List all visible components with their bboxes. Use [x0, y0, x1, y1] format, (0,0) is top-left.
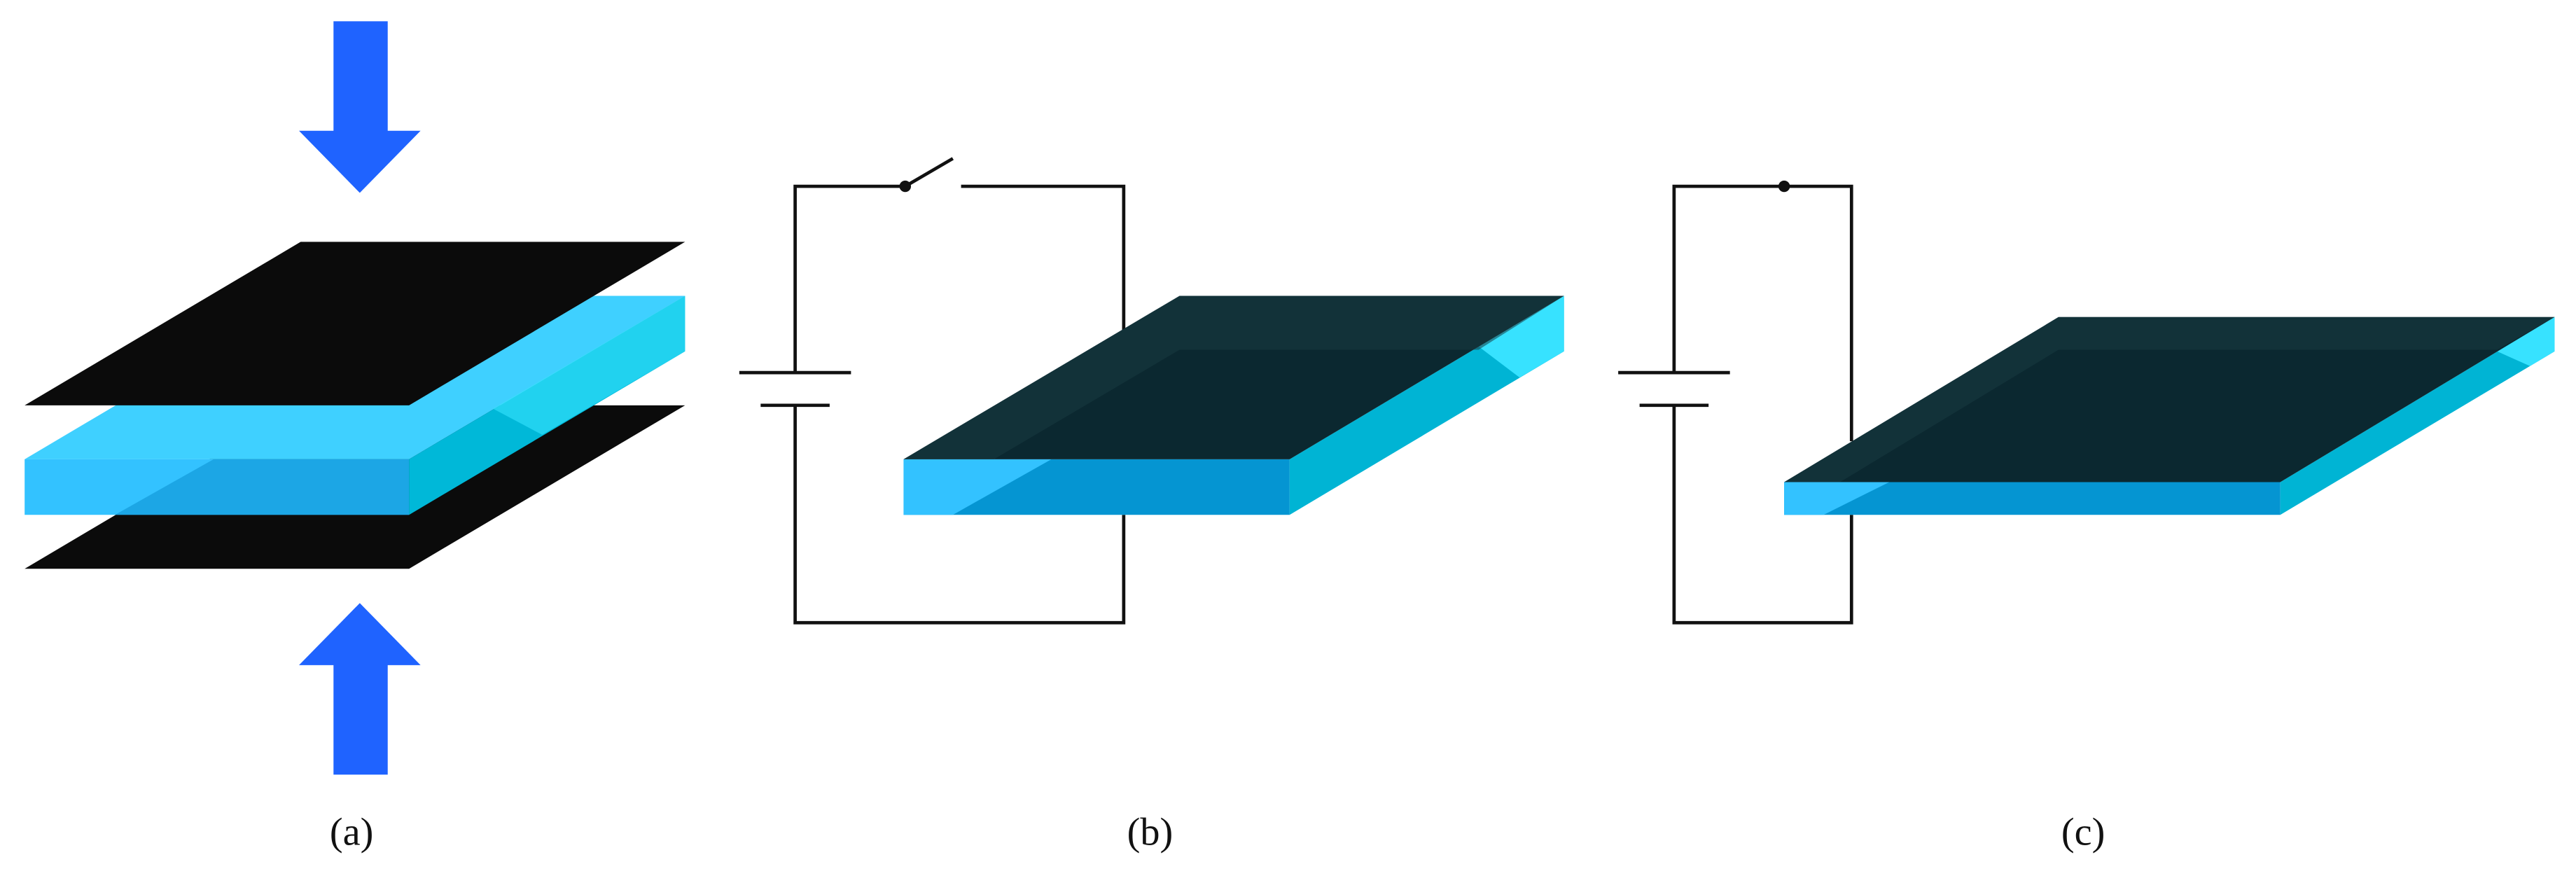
top-electrode: [25, 242, 685, 405]
dark-film-rim: [1784, 317, 2555, 482]
slab-side-highlight: [1478, 296, 1564, 378]
dark-film-top: [1784, 317, 2555, 482]
open-switch-lever: [904, 157, 954, 188]
slab-front-light: [903, 459, 1052, 515]
wire-bottom: [1672, 405, 1853, 625]
panel-c: [1618, 180, 2555, 625]
wire-left-upper: [793, 184, 905, 373]
circuit-b: [739, 157, 1126, 625]
slab-side-highlight: [2497, 317, 2555, 366]
film-slab-c: [1784, 317, 2555, 515]
wire-left-lower: [793, 405, 1126, 625]
wire-right-upper: [961, 184, 1126, 352]
panel-a: [25, 21, 685, 775]
slab-front-light: [1784, 482, 1890, 515]
film-slab-b: [903, 296, 1564, 515]
slab-front-face: [1784, 482, 2281, 515]
circuit-c: [1618, 184, 1853, 625]
caption-a: (a): [330, 811, 373, 854]
caption-c: (c): [2061, 811, 2105, 854]
dark-film-rim: [903, 296, 1564, 459]
slab-front-shadow: [115, 459, 410, 515]
panel-b: [739, 157, 1564, 625]
slab-side-face: [2280, 317, 2555, 515]
caption-b: (b): [1127, 811, 1174, 854]
switch-pivot: [899, 180, 912, 193]
arrow-up-icon: [299, 603, 421, 775]
wire-top: [1672, 184, 1853, 442]
arrow-down-icon: [299, 21, 421, 193]
switch-closed-pivot: [1778, 180, 1790, 193]
slab-side-highlight: [492, 296, 685, 435]
